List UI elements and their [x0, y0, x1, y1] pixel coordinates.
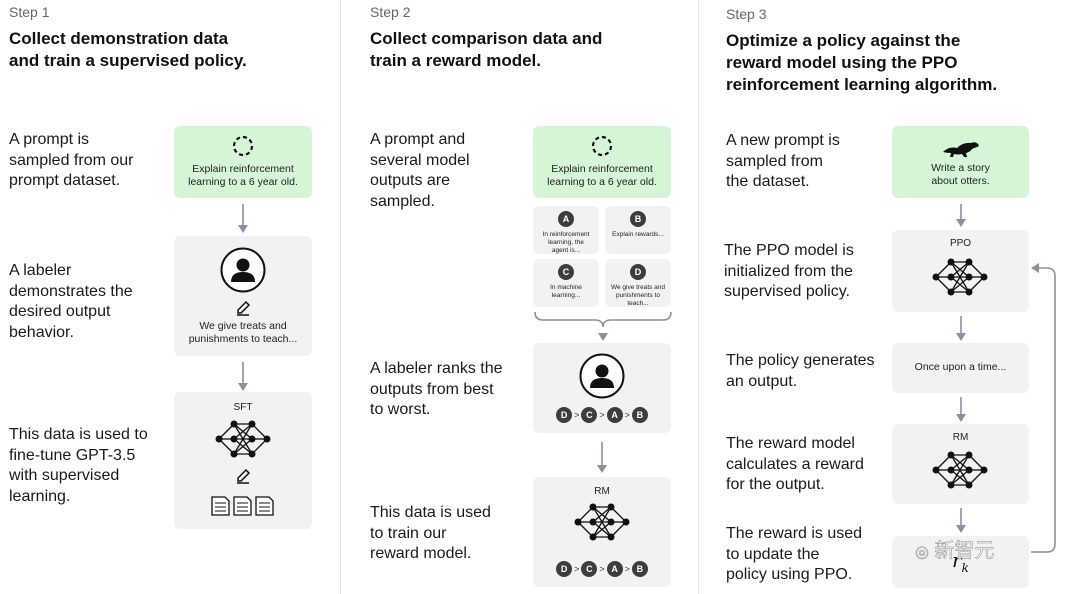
step3-label: Step 3: [726, 6, 767, 22]
wechat-icon: ◎: [915, 544, 929, 562]
step3-heading: Optimize a policy against the reward mod…: [726, 31, 998, 94]
neural-network-icon: [574, 503, 630, 541]
step1-sft-card: SFT: [174, 392, 312, 529]
step3-reward-card: rk: [892, 536, 1029, 588]
step3-arrow-4: [956, 508, 966, 533]
step2-label: Step 2: [370, 4, 411, 20]
step2-column: Step 2 Collect comparison data and train…: [341, 0, 698, 594]
step2-arrow: [597, 442, 607, 473]
step3-arrow-1: [956, 204, 966, 227]
output-text-b: Explain rewards...: [612, 231, 664, 238]
step3-ppo-card: PPO: [892, 230, 1029, 312]
policy-output-text: Once upon a time...: [914, 361, 1007, 373]
labeler-avatar-icon: [220, 247, 266, 293]
step3-rm-card: RM: [892, 424, 1029, 504]
labeler-avatar-icon: [579, 353, 625, 399]
step2-rm-card: RM D>C>A>B: [533, 477, 671, 587]
step3-column: Step 3 Optimize a policy against the rew…: [699, 0, 1080, 594]
output-badge-d: D: [630, 264, 646, 280]
refresh-icon: [232, 135, 254, 157]
column-divider-2: [698, 0, 699, 594]
step1-column: Step 1 Collect demonstration data and tr…: [0, 0, 340, 594]
labeler-ranking: D>C>A>B: [533, 406, 671, 424]
ppo-label: PPO: [949, 238, 972, 249]
refresh-icon: [591, 135, 613, 157]
output-badge-c: C: [558, 264, 574, 280]
step3-output-card: Once upon a time...: [892, 343, 1029, 393]
outputs-bracket-arrow: [534, 311, 672, 341]
output-card-b: B Explain rewards...: [605, 206, 671, 254]
step2-heading: Collect comparison data and train a rewa…: [370, 29, 603, 70]
otter-icon: [943, 142, 979, 157]
step1-heading: Collect demonstration data and train a s…: [9, 29, 247, 70]
feedback-loop-arrow: [1031, 263, 1056, 553]
step1-label: Step 1: [9, 4, 50, 20]
watermark: ◎ 新智元: [915, 540, 995, 563]
output-badge-a: A: [558, 211, 574, 227]
step2-rank-card: D>C>A>B: [533, 343, 671, 433]
step3-arrow-3: [956, 397, 966, 422]
rm-label: RM: [594, 486, 610, 497]
reward-symbol: rk: [952, 548, 969, 575]
pencil-icon: [237, 468, 251, 484]
neural-network-icon: [932, 451, 988, 489]
column-divider-1: [340, 0, 341, 594]
neural-network-icon: [932, 258, 988, 296]
output-badge-b: B: [630, 211, 646, 227]
rm-label: RM: [952, 432, 969, 443]
rm-ranking: D>C>A>B: [533, 560, 671, 578]
step1-arrow-1: [238, 204, 248, 233]
step3-arrow-2: [956, 316, 966, 341]
neural-network-icon: [215, 420, 271, 458]
documents-icon: [211, 496, 274, 516]
pencil-icon: [237, 300, 251, 316]
sft-label: SFT: [233, 402, 253, 413]
step1-arrow-2: [238, 362, 248, 391]
